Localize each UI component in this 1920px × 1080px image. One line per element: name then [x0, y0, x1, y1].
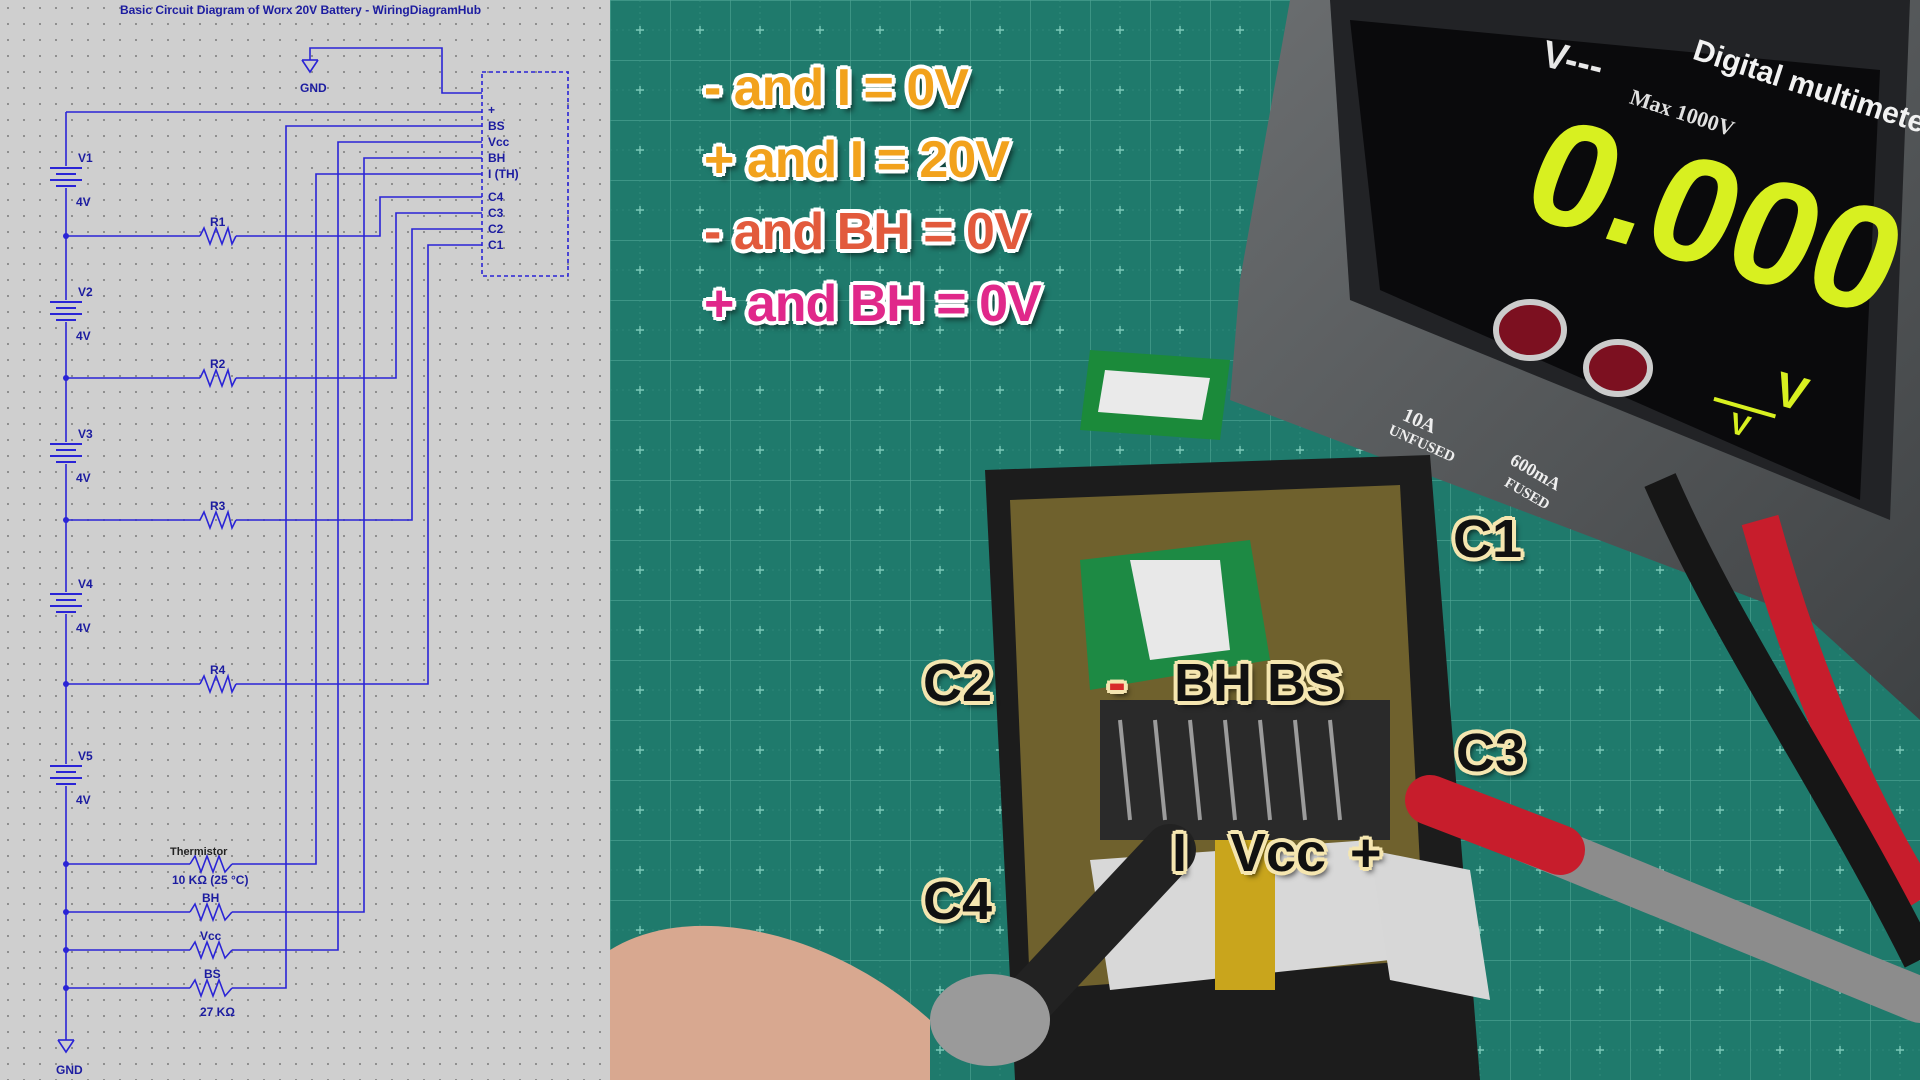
pin-bs: BS [488, 119, 505, 133]
measurement-minus-bh: - and BH = 0V [704, 203, 1029, 261]
battery-test-photo: V--- Digital multimeter Max 1000V 0.000 … [610, 0, 1920, 1080]
gnd-label-top: GND [300, 81, 327, 95]
contact-label-i: I [1172, 823, 1188, 883]
contact-label-c3: C3 [1456, 723, 1526, 783]
resistor-r4-name: R4 [210, 663, 226, 677]
contact-label-c4: C4 [923, 871, 993, 931]
pin-plus: + [488, 103, 495, 117]
cell-v1-value: 4V [76, 195, 91, 209]
pin-i-th: I (TH) [488, 167, 519, 181]
resistor-vcc-name: Vcc [200, 929, 222, 943]
cell-v5-value: 4V [76, 793, 91, 807]
thermistor-value: 10 KΩ (25 °C) [172, 873, 248, 887]
pin-c2: C2 [488, 222, 504, 236]
contact-label-vcc: Vcc [1230, 823, 1327, 883]
cell-v2-value: 4V [76, 329, 91, 343]
schematic-drawing: Basic Circuit Diagram of Worx 20V Batter… [50, 3, 569, 1077]
cell-v3-name: V3 [78, 427, 93, 441]
pin-bh: BH [488, 151, 505, 165]
measurement-minus-i: - and I = 0V [704, 59, 969, 117]
measurement-plus-bh: + and BH = 0V [704, 275, 1042, 333]
resistor-r2-name: R2 [210, 357, 226, 371]
pin-vcc: Vcc [488, 135, 510, 149]
thermistor-name: Thermistor [170, 846, 228, 858]
contact-label-minus: - [1108, 653, 1126, 713]
measurement-plus-i: + and I = 20V [704, 131, 1010, 189]
cell-v3-value: 4V [76, 471, 91, 485]
cell-v4-name: V4 [78, 577, 93, 591]
cell-v2-name: V2 [78, 285, 93, 299]
contact-label-plus: + [1350, 823, 1382, 883]
resistor-r1-name: R1 [210, 215, 226, 229]
cell-v5-name: V5 [78, 749, 93, 763]
contact-label-c2: C2 [923, 653, 993, 713]
pin-c3: C3 [488, 206, 504, 220]
cell-v1-name: V1 [78, 151, 93, 165]
schematic-title: Basic Circuit Diagram of Worx 20V Batter… [120, 3, 481, 17]
pin-c1: C1 [488, 238, 504, 252]
photo-scene [610, 0, 1920, 1080]
resistor-bs-value: 27 KΩ [200, 1005, 235, 1019]
resistor-r3-name: R3 [210, 499, 226, 513]
resistor-bs-name: BS [204, 967, 221, 981]
cell-v4-value: 4V [76, 621, 91, 635]
gnd-label-bottom: GND [56, 1063, 83, 1077]
circuit-schematic-panel: Basic Circuit Diagram of Worx 20V Batter… [0, 0, 610, 1080]
pin-c4: C4 [488, 190, 504, 204]
resistor-bh-name: BH [202, 891, 219, 905]
contact-label-bh-bs: BH BS [1174, 653, 1343, 713]
contact-label-c1: C1 [1453, 509, 1523, 569]
